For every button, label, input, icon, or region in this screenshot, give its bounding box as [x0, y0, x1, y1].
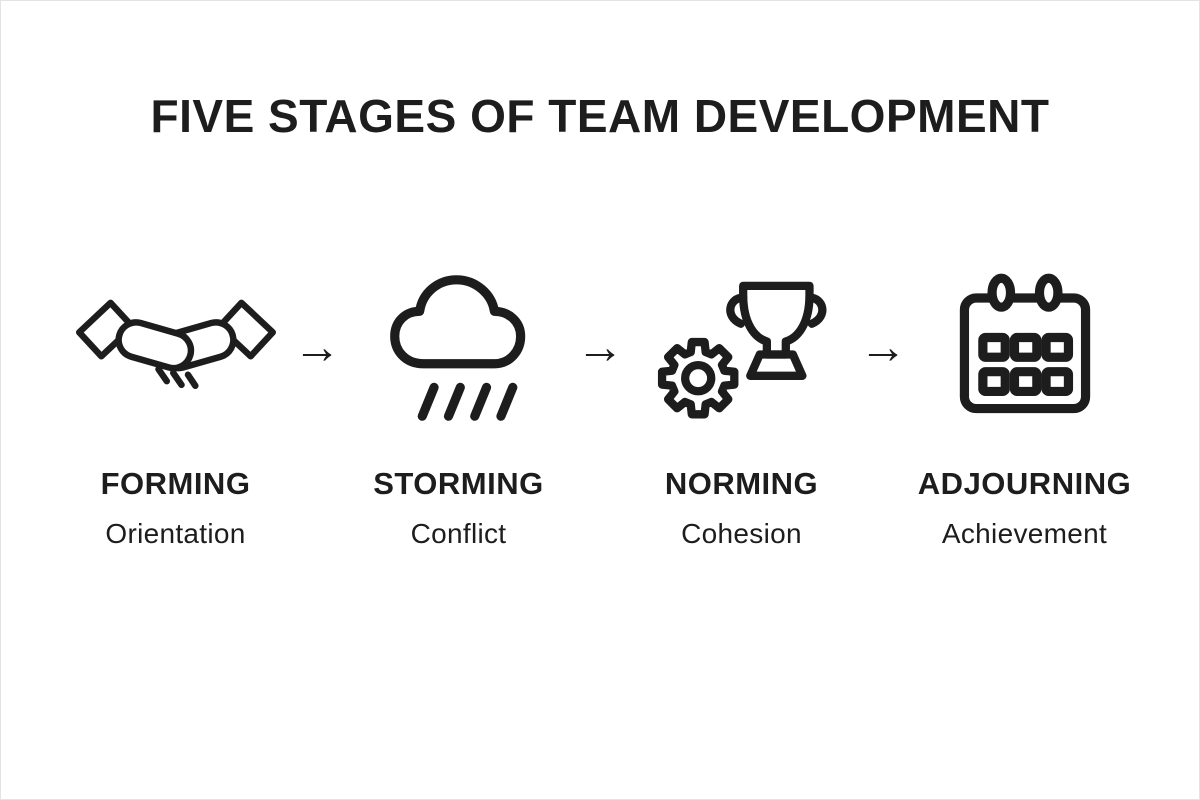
stage-storming: STORMING Conflict	[346, 255, 571, 550]
stage-label: STORMING	[373, 466, 544, 501]
calendar-icon	[946, 255, 1104, 440]
stage-sublabel: Cohesion	[681, 518, 802, 549]
stage-forming: FORMING Orientation	[63, 255, 288, 550]
handshake-icon	[70, 255, 282, 440]
stage-label: ADJOURNING	[917, 466, 1132, 501]
stage-sublabel: Orientation	[105, 518, 246, 549]
storm-cloud-icon	[379, 255, 539, 440]
stage-sublabel: Achievement	[941, 518, 1108, 549]
arrow-icon: →	[293, 321, 341, 374]
stage-label: NORMING	[664, 466, 819, 501]
page-title: FIVE STAGES OF TEAM DEVELOPMENT	[150, 90, 1050, 142]
stage-sublabel: Conflict	[410, 518, 507, 549]
gear-trophy-icon	[653, 255, 831, 440]
stage-adjourning: ADJOURNING Achievement	[912, 255, 1137, 550]
stages-row: FORMING Orientation → STORMING Conflict …	[1, 255, 1199, 550]
arrow-icon: →	[859, 321, 907, 374]
arrow-icon: →	[576, 321, 624, 374]
stage-norming: NORMING Cohesion	[629, 255, 854, 550]
stage-label: FORMING	[100, 466, 251, 501]
